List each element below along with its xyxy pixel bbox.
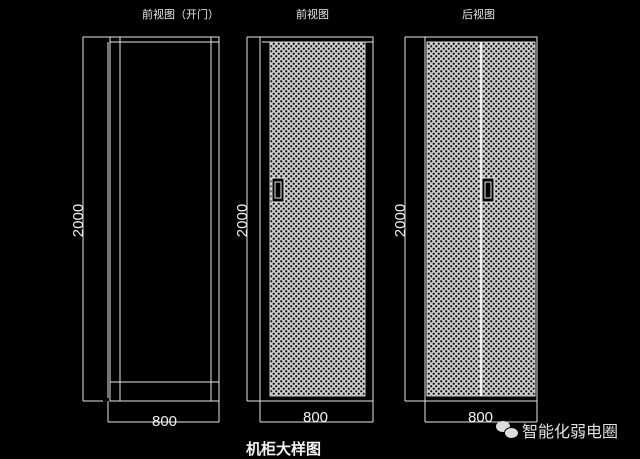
drawing-caption: 机柜大样图 [246,440,322,458]
wechat-icon [496,421,519,439]
cabinet-front [246,36,374,423]
width-dim-front: 800 [303,409,329,426]
view-title-front: 前视图 [296,8,329,21]
height-dim-front-open: 2000 [70,203,88,238]
width-dim-front-open: 800 [152,413,178,430]
height-dim-front: 2000 [234,203,252,238]
view-title-front-open: 前视图（开门） [142,8,219,21]
watermark-text: 智能化弱电圈 [522,422,619,441]
cabinet-front-open [82,36,220,423]
watermark: 智能化弱电圈 [496,418,618,442]
cabinet-rear [404,36,538,423]
width-dim-rear: 800 [468,409,494,426]
view-title-rear: 后视图 [462,8,495,21]
height-dim-rear: 2000 [392,203,410,238]
